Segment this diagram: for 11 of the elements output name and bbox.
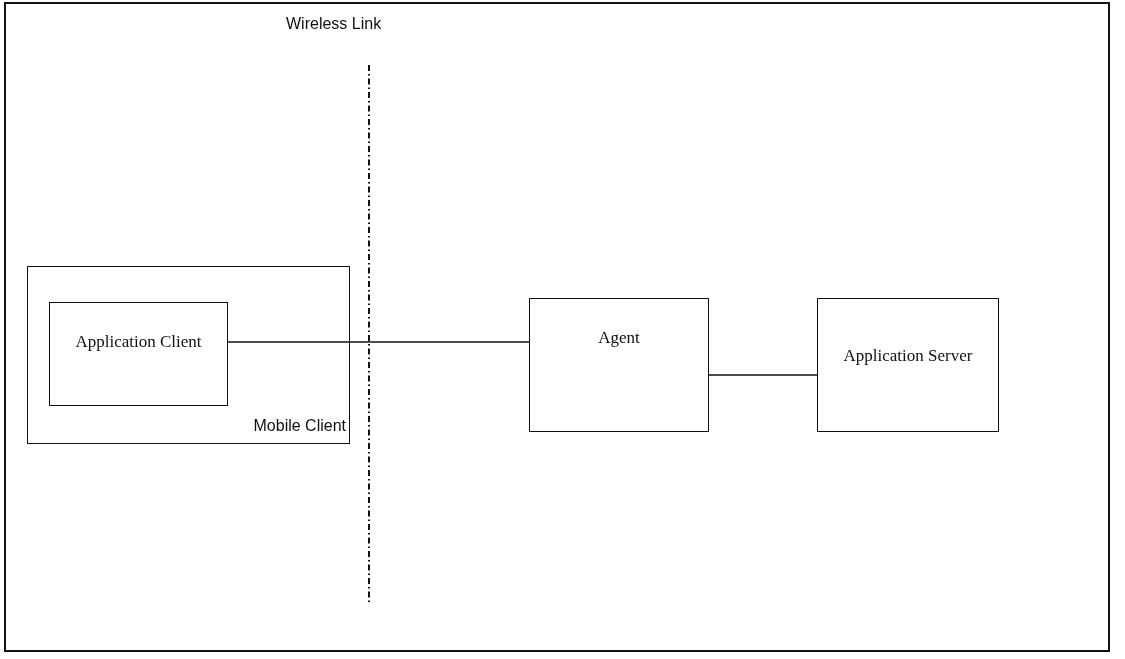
box-label: Mobile Client	[253, 416, 346, 437]
connector-line	[708, 374, 818, 376]
box-label: Application Client	[75, 331, 202, 353]
link-label: Wireless Link	[286, 15, 382, 33]
connector-line	[226, 341, 530, 343]
box-label: Application Server	[843, 345, 973, 367]
box-label: Agent	[598, 327, 640, 349]
component-box	[49, 302, 228, 406]
device-box	[27, 266, 350, 444]
component-box	[817, 298, 999, 432]
component-box	[529, 298, 709, 432]
